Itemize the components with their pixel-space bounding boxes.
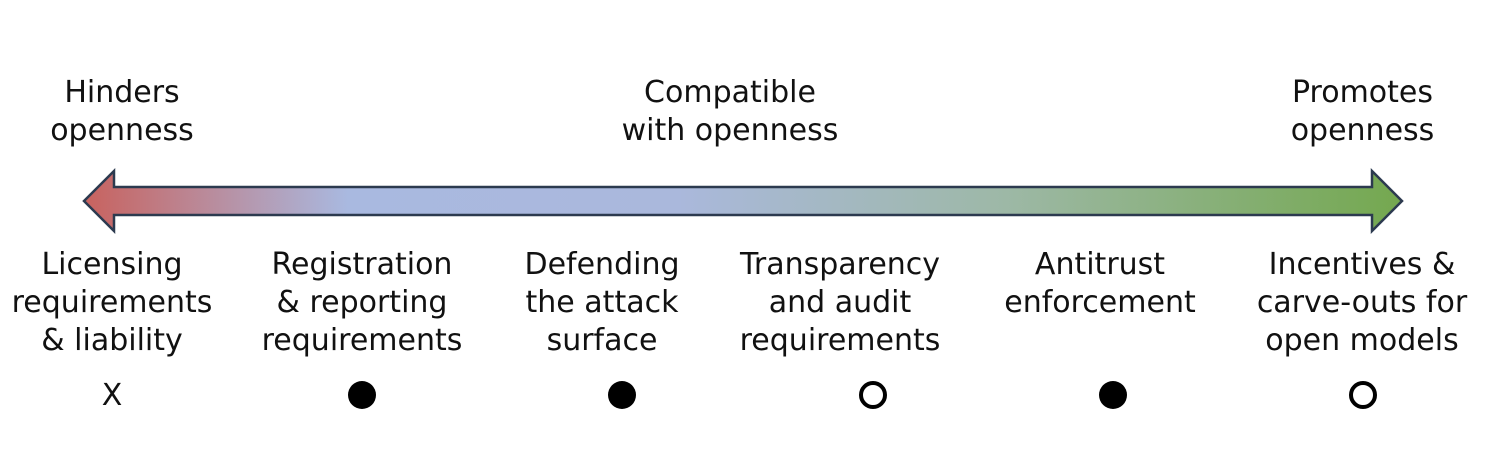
policy-label: Registration & reporting requirements	[261, 247, 463, 358]
promotes-openness-label: Promotes openness	[1290, 75, 1435, 148]
hinders-openness-label: Hinders openness	[50, 75, 194, 148]
compatible-with-openness-label: Compatible with openness	[621, 75, 839, 148]
open-circle-marker-icon	[1349, 381, 1377, 409]
policy-label: Licensing requirements & liability	[11, 247, 213, 358]
policy-label: Defending the attack surface	[524, 247, 680, 358]
double-arrow-shape	[82, 167, 1404, 235]
policy-label: Transparency and audit requirements	[739, 247, 941, 358]
policy-label: Antitrust enforcement	[1004, 247, 1196, 320]
open-circle-marker-icon	[859, 381, 887, 409]
cross-marker-icon: X	[101, 378, 123, 413]
filled-circle-marker-icon	[608, 381, 636, 409]
filled-circle-marker-icon	[1099, 381, 1127, 409]
filled-circle-marker-icon	[348, 381, 376, 409]
policy-label: Incentives & carve-outs for open models	[1256, 247, 1468, 358]
